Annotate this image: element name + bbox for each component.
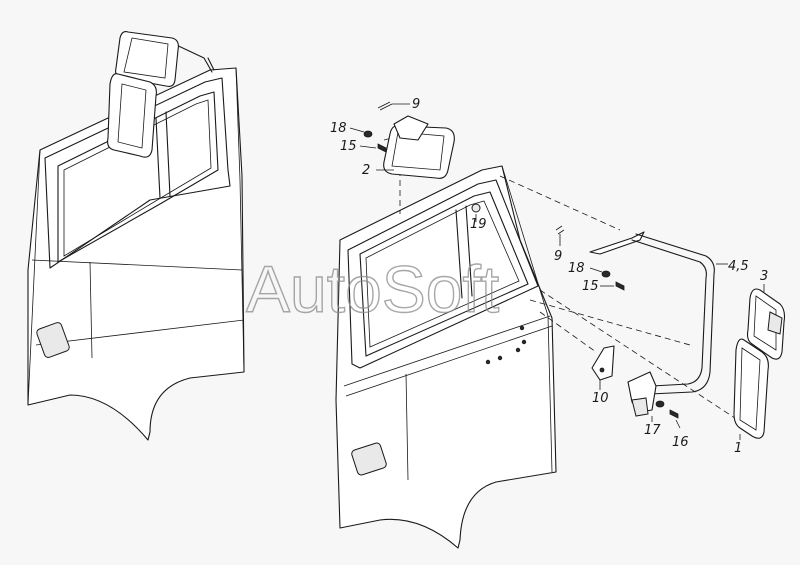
assembled-wide-mirror [107, 73, 157, 158]
part-1-mirror [733, 338, 769, 439]
callout-16: 16 [672, 435, 689, 450]
callout-18-upper: 18 [330, 121, 347, 136]
callout-labels: 18 9 15 2 19 9 18 4,5 3 15 10 17 16 1 [330, 97, 768, 456]
part-4-5-mirror-arm [555, 225, 715, 395]
callout-15-lower: 15 [582, 279, 599, 294]
assembled-main-mirror [115, 31, 179, 87]
callout-19: 19 [470, 217, 487, 232]
part-10-bracket [591, 345, 615, 381]
mirror-base-clamp [627, 371, 657, 417]
watermark-text: AutoSoft [246, 252, 499, 326]
exploded-door-panel [335, 165, 557, 549]
callout-15-upper: 15 [340, 139, 357, 154]
part-3-mirror [746, 288, 786, 360]
leader-lines [349, 103, 765, 440]
lower-fasteners [601, 270, 679, 419]
part-2-mirror [377, 101, 455, 179]
callout-18-lower: 18 [568, 261, 585, 276]
callout-1: 1 [734, 441, 742, 456]
callout-3: 3 [760, 269, 768, 284]
callout-17: 17 [644, 423, 661, 438]
callout-9-lower: 9 [554, 249, 562, 264]
callout-9-upper: 9 [412, 97, 420, 112]
callout-10: 10 [592, 391, 609, 406]
upper-fasteners [363, 130, 481, 213]
callout-4-5: 4,5 [728, 259, 749, 274]
callout-2: 2 [362, 163, 370, 178]
assembled-cab-door [27, 31, 245, 441]
